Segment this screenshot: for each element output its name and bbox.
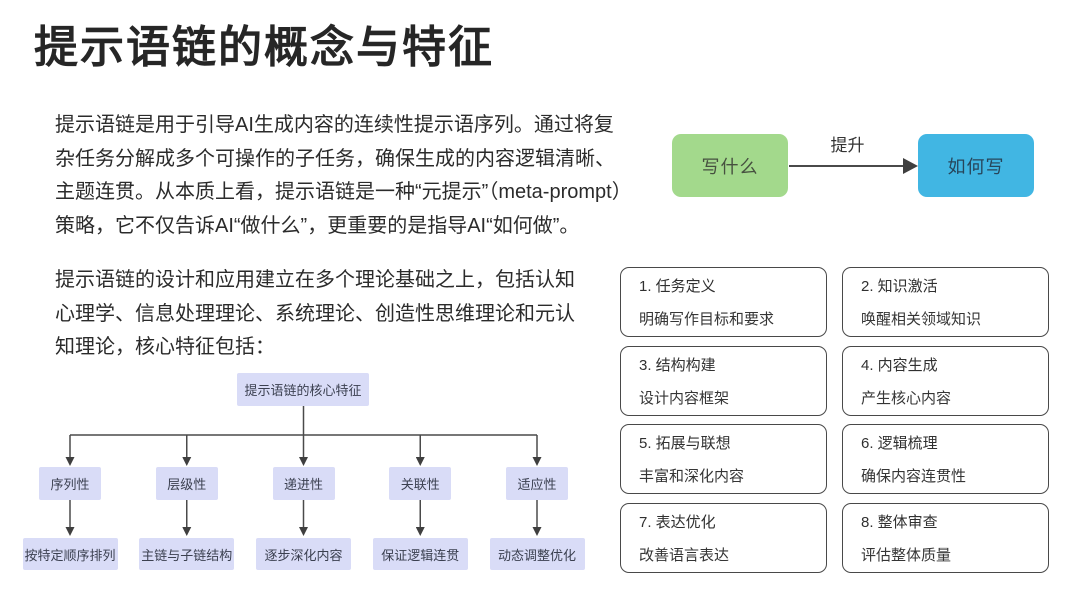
step-card: 6. 逻辑梳理确保内容连贯性 <box>842 424 1049 494</box>
step-title: 3. 结构构建 <box>639 356 716 374</box>
feature-box: 关联性 <box>389 467 452 500</box>
step-card: 4. 内容生成产生核心内容 <box>842 345 1049 416</box>
feature-description-box: 逐步深化内容 <box>256 538 351 570</box>
how-to-write-box: 如何写 <box>918 134 1034 197</box>
step-title: 8. 整体审查 <box>861 513 938 531</box>
step-title: 7. 表达优化 <box>639 513 716 531</box>
feature-box: 序列性 <box>39 467 101 500</box>
step-description: 设计内容框架 <box>639 389 730 407</box>
feature-box: 层级性 <box>155 467 218 500</box>
feature-description-box: 保证逻辑连贯 <box>372 538 468 570</box>
step-card: 3. 结构构建设计内容框架 <box>620 345 827 416</box>
step-card: 2. 知识激活唤醒相关领域知识 <box>842 267 1049 337</box>
step-description: 确保内容连贯性 <box>861 468 967 485</box>
feature-description-box: 动态调整优化 <box>489 538 585 570</box>
step-description: 产生核心内容 <box>861 389 952 407</box>
feature-description-box: 按特定顺序排列 <box>22 538 118 570</box>
step-card: 8. 整体审查评估整体质量 <box>842 502 1049 573</box>
what-to-write-box: 写什么 <box>672 134 788 197</box>
step-description: 改善语言表达 <box>639 546 730 564</box>
feature-description-box: 主链与子链结构 <box>139 538 235 570</box>
step-title: 5. 拓展与联想 <box>639 435 731 452</box>
step-description: 丰富和深化内容 <box>639 468 745 485</box>
step-title: 6. 逻辑梳理 <box>861 435 938 452</box>
step-title: 1. 任务定义 <box>639 278 716 295</box>
step-description: 明确写作目标和要求 <box>639 311 775 328</box>
right-arrow-icon <box>903 158 918 174</box>
feature-box: 适应性 <box>506 467 568 500</box>
step-card: 7. 表达优化改善语言表达 <box>620 502 827 573</box>
page-title: 提示语链的概念与特征 <box>34 23 494 72</box>
tree-connectors <box>65 406 542 536</box>
step-description: 评估整体质量 <box>861 546 952 564</box>
right-arrow-line <box>789 165 906 167</box>
tree-root-box: 提示语链的核心特征 <box>237 373 369 406</box>
step-card: 5. 拓展与联想丰富和深化内容 <box>620 424 827 494</box>
arrow-label: 提升 <box>830 136 865 155</box>
step-title: 4. 内容生成 <box>861 356 938 374</box>
theory-paragraph: 提示语链的设计和应用建立在多个理论基础之上，包括认知 心理学、信息处理理论、系统… <box>55 269 575 358</box>
feature-box: 递进性 <box>272 467 335 500</box>
step-description: 唤醒相关领域知识 <box>861 311 982 328</box>
intro-paragraph: 提示语链是用于引导AI生成内容的连续性提示语序列。通过将复 杂任务分解成多个可操… <box>55 114 632 237</box>
feature-tree: 提示语链的核心特征 序列性按特定顺序排列 层级性主链与子链结构 递进性逐步深化内容 关… <box>0 370 600 582</box>
step-card: 1. 任务定义明确写作目标和要求 <box>620 267 827 337</box>
step-title: 2. 知识激活 <box>861 278 938 295</box>
